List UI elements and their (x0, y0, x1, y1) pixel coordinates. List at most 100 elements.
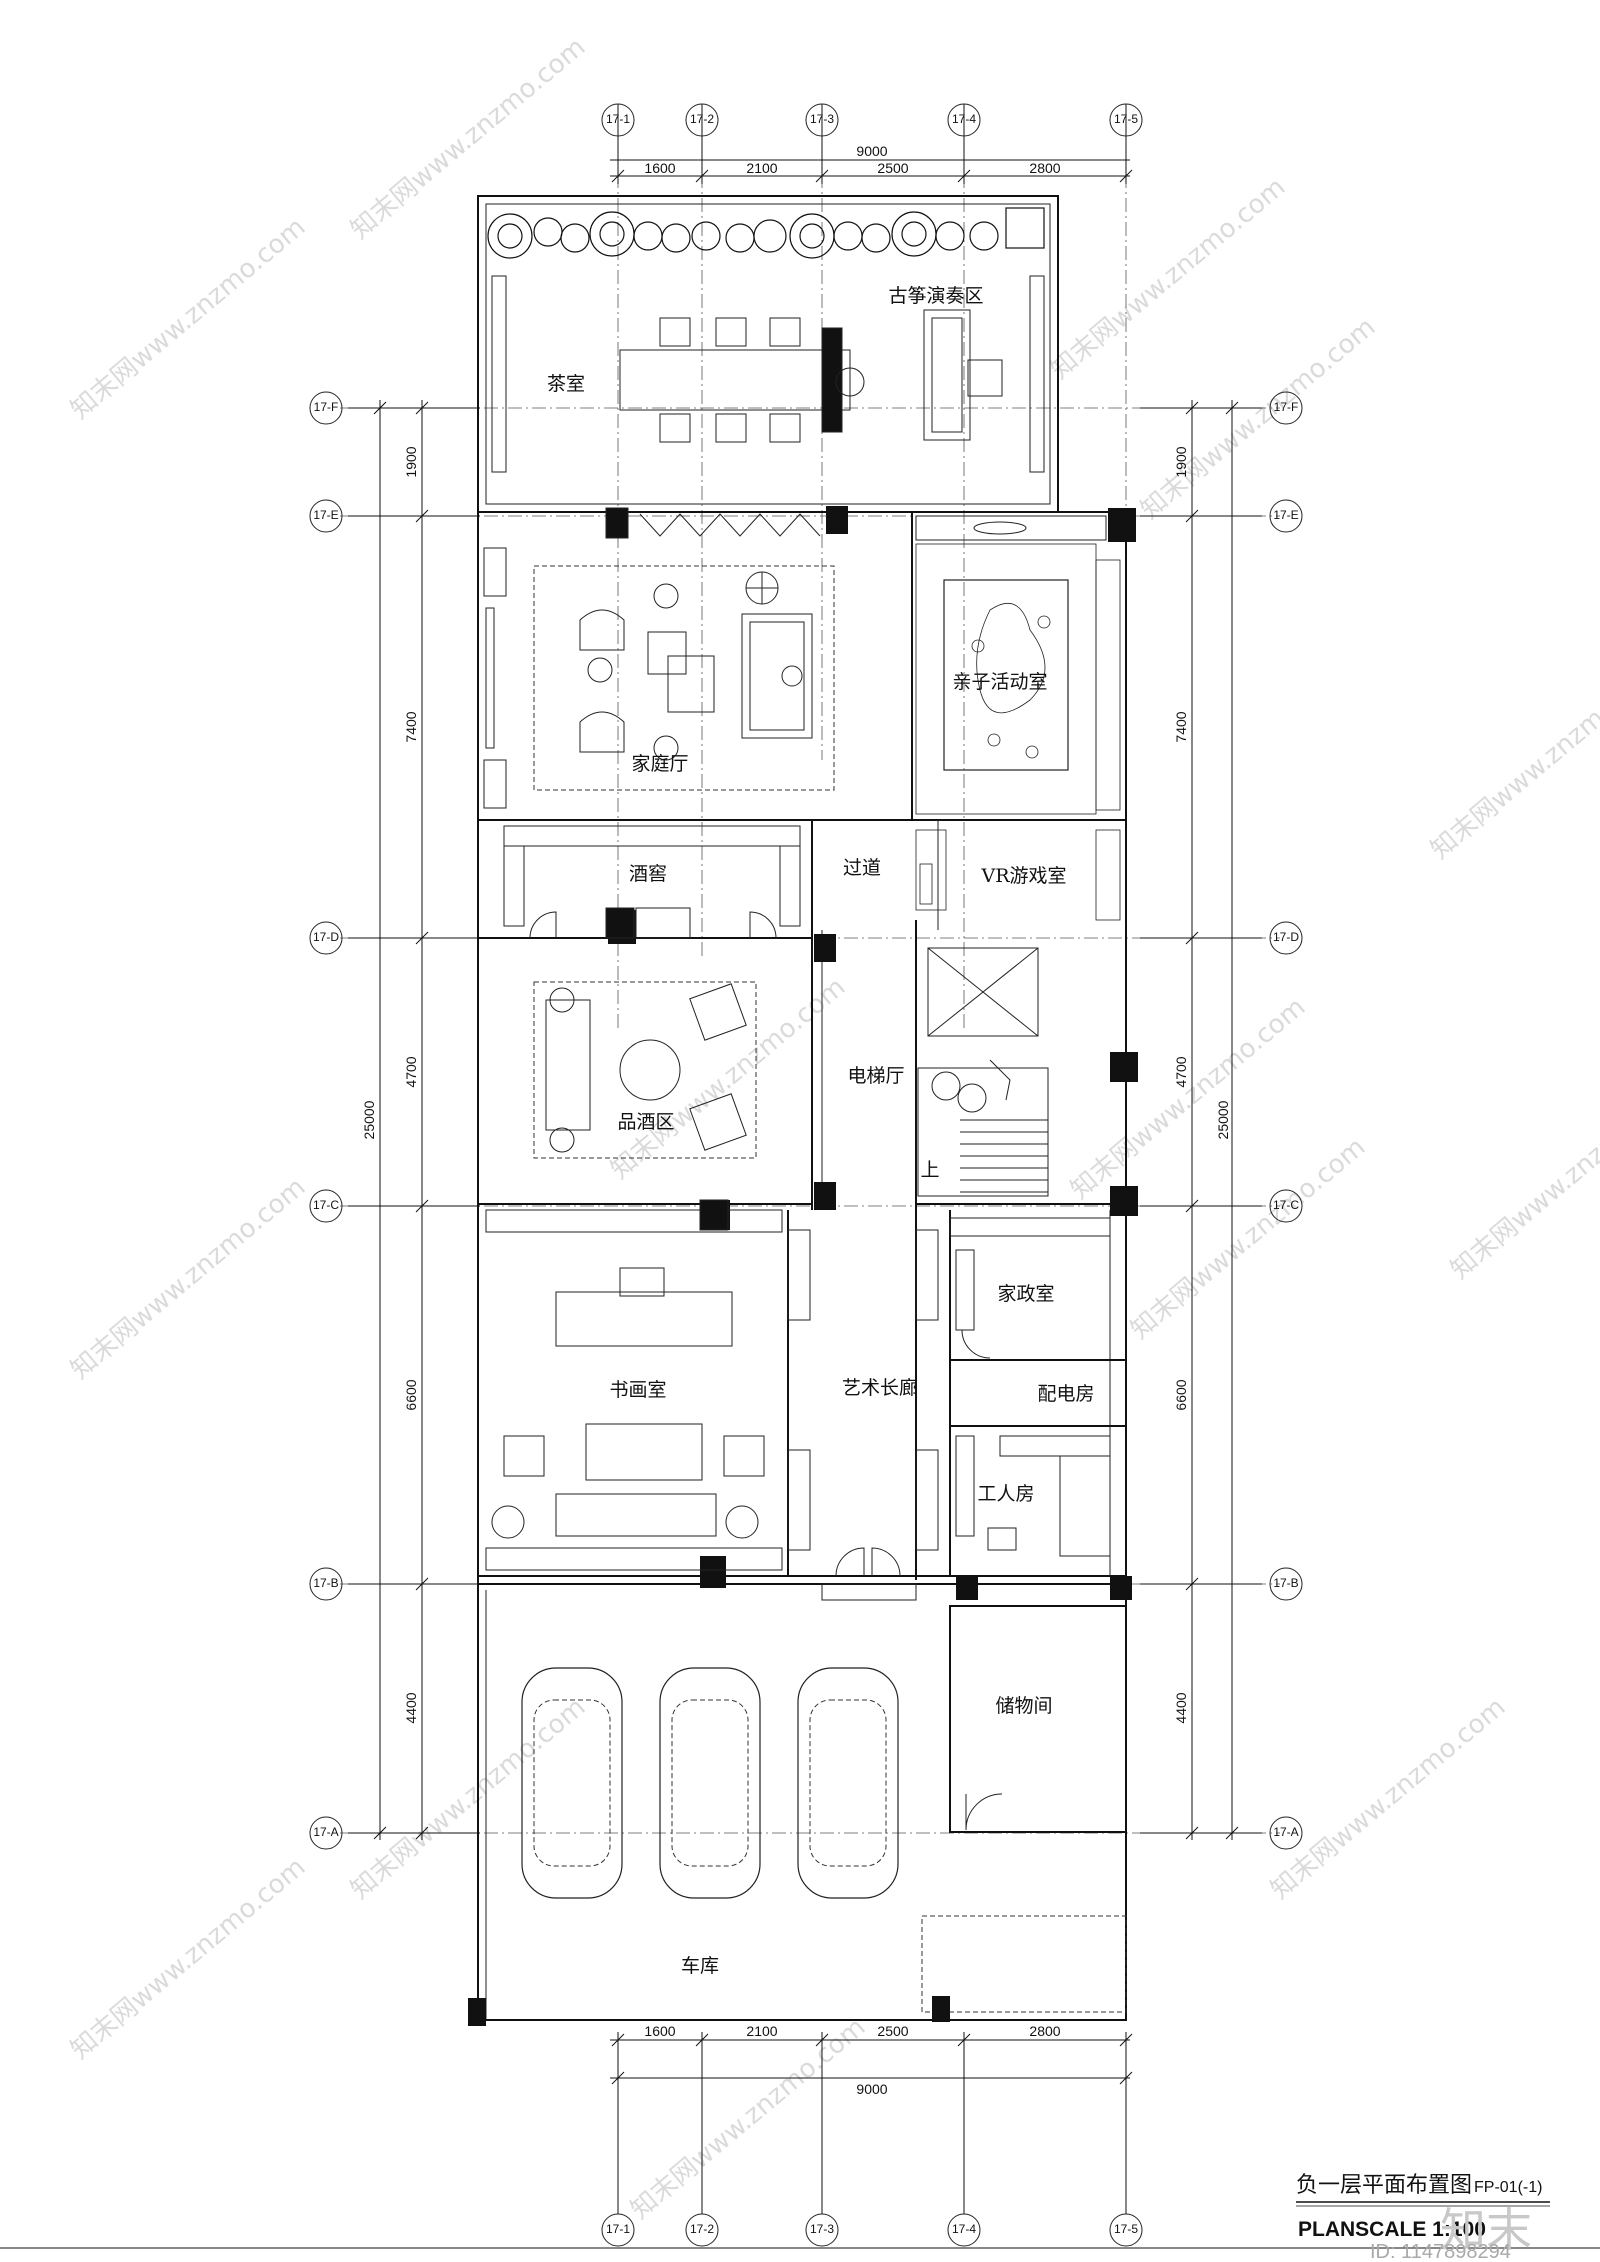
top-dimension-chain (610, 104, 1133, 184)
right-dim-4: 6600 (1173, 1379, 1189, 1410)
kids-room-furniture (915, 543, 1121, 815)
service-rooms-elements (949, 1217, 1111, 1557)
wine-cellar-shelves (503, 825, 801, 939)
bottom-dim-4: 2800 (1029, 2023, 1060, 2039)
room-tea-room: 茶室 (547, 373, 585, 395)
axis-bottom-17-5: 17-5 (1114, 2222, 1138, 2236)
top-dim-2: 2100 (746, 160, 777, 176)
left-dim-total: 25000 (361, 1100, 377, 1139)
room-housekeeping: 家政室 (997, 1283, 1054, 1305)
right-dim-2: 7400 (1173, 711, 1189, 742)
top-dim-total: 9000 (856, 143, 887, 159)
garage-cars (521, 1667, 899, 1899)
room-worker: 工人房 (977, 1483, 1034, 1505)
room-vr-game: VR游戏室 (980, 865, 1066, 887)
watermark-stamp: 知末网www.znzmo.com (345, 32, 591, 245)
room-power-distribution: 配电房 (1037, 1383, 1094, 1405)
axis-left-17-D: 17-D (313, 930, 339, 944)
room-family-hall: 家庭厅 (631, 753, 688, 775)
axis-right-17-D: 17-D (1273, 930, 1299, 944)
family-hall-furniture (483, 547, 835, 809)
axis-bottom-17-3: 17-3 (810, 2222, 834, 2236)
room-garage: 车库 (681, 1955, 719, 1977)
axis-left-17-E: 17-E (313, 508, 338, 522)
watermark-stamp: 知末网www.znzmo.com (1265, 1692, 1511, 1905)
axis-left-17-B: 17-B (313, 1576, 338, 1590)
watermark-stamp: 知末网www.znzmo.com (1065, 992, 1311, 1205)
left-dim-1: 1900 (403, 446, 419, 477)
left-axis-bubbles (309, 391, 343, 1850)
right-axis-bubbles (1269, 391, 1303, 1850)
axis-left-17-C: 17-C (313, 1198, 339, 1212)
right-dim-3: 4700 (1173, 1056, 1189, 1087)
axis-right-17-C: 17-C (1273, 1198, 1299, 1212)
room-wine-tasting: 品酒区 (617, 1111, 674, 1133)
wine-tasting-furniture (533, 981, 757, 1159)
axis-top-17-2: 17-2 (690, 112, 714, 126)
planter-row (487, 207, 1045, 259)
room-art-gallery: 艺术长廊 (842, 1377, 918, 1399)
axis-top-17-5: 17-5 (1114, 112, 1138, 126)
right-dim-1: 1900 (1173, 446, 1189, 477)
bottom-dim-1: 1600 (644, 2023, 675, 2039)
elevator-stairs (917, 947, 1049, 1197)
axis-right-17-A: 17-A (1273, 1825, 1298, 1839)
watermark-stamp: 知末网www.znzmo.com (1125, 1132, 1371, 1345)
axis-right-17-E: 17-E (1273, 508, 1298, 522)
room-guzheng-area: 古筝演奏区 (888, 285, 983, 307)
axis-top-17-4: 17-4 (952, 112, 976, 126)
passage-vr-area (915, 829, 1121, 921)
watermark-stamp: 知末网www.znzmo.com (1445, 1072, 1600, 1285)
room-elevator-hall: 电梯厅 (847, 1065, 904, 1087)
axis-right-17-F: 17-F (1274, 400, 1299, 414)
room-passage: 过道 (843, 857, 881, 879)
watermark-stamp: 知末网www.znzmo.com (1045, 172, 1291, 385)
watermark-stamp: 知末网www.znzmo.com (65, 1172, 311, 1385)
top-dim-3: 2500 (877, 160, 908, 176)
room-storage: 储物间 (995, 1695, 1052, 1717)
folding-doors (605, 507, 1107, 541)
right-dim-total: 25000 (1215, 1100, 1231, 1139)
art-gallery-elements (787, 1229, 939, 1601)
bottom-dim-2: 2100 (746, 2023, 777, 2039)
watermark-stamp: 知末网www.znzmo.com (1425, 652, 1600, 865)
axis-left-17-F: 17-F (314, 400, 339, 414)
axis-left-17-A: 17-A (313, 1825, 338, 1839)
structural-columns (468, 506, 1138, 2026)
stair-up-label: 上 (920, 1159, 939, 1181)
watermark-stamp: 知末网www.znzmo.com (65, 1852, 311, 2065)
left-dim-5: 4400 (403, 1692, 419, 1723)
watermark-stamp: 知末网www.znzmo.com (65, 212, 311, 425)
drawing-code: FP-01(-1) (1474, 2179, 1542, 2196)
watermark-stamp: 知末网www.znzmo.com (345, 1692, 591, 1905)
top-dim-1: 1600 (644, 160, 675, 176)
left-dim-2: 7400 (403, 711, 419, 742)
title-block: 负一层平面布置图 FP-01(-1) PLANSCALE 1:100 (0, 2173, 1600, 2249)
bottom-axis-bubbles (601, 2213, 1143, 2247)
calligraphy-room-furniture (485, 1199, 783, 1571)
top-dim-4: 2800 (1029, 160, 1060, 176)
room-kids-activity: 亲子活动室 (952, 671, 1047, 693)
drawing-scale: PLANSCALE 1:100 (1298, 2218, 1486, 2241)
building-walls (477, 195, 1127, 2021)
axis-right-17-B: 17-B (1273, 1576, 1298, 1590)
tea-table-set (491, 275, 1045, 473)
left-dimension-chain (348, 400, 480, 1840)
brand-logo: 知末 (1440, 2203, 1532, 2257)
top-axis-bubbles (601, 103, 1143, 137)
watermark-stamp: 知末网www.znzmo.com (605, 972, 851, 1185)
right-dim-5: 4400 (1173, 1692, 1189, 1723)
axis-bottom-17-2: 17-2 (690, 2222, 714, 2236)
axis-bottom-17-1: 17-1 (606, 2222, 630, 2236)
axis-bottom-17-4: 17-4 (952, 2222, 976, 2236)
bottom-dim-3: 2500 (877, 2023, 908, 2039)
room-calligraphy: 书画室 (609, 1379, 666, 1401)
image-id: ID: 1147898294 (1370, 2241, 1511, 2262)
bottom-dimension-chain (610, 2032, 1133, 2244)
right-dimension-chain (1140, 400, 1262, 1840)
watermark-stamp: 知末网www.znzmo.com (625, 2012, 871, 2225)
axis-top-17-1: 17-1 (606, 112, 630, 126)
drawing-title: 负一层平面布置图 (1296, 2173, 1472, 2198)
left-dim-3: 4700 (403, 1056, 419, 1087)
room-wine-cellar: 酒窖 (629, 863, 667, 885)
